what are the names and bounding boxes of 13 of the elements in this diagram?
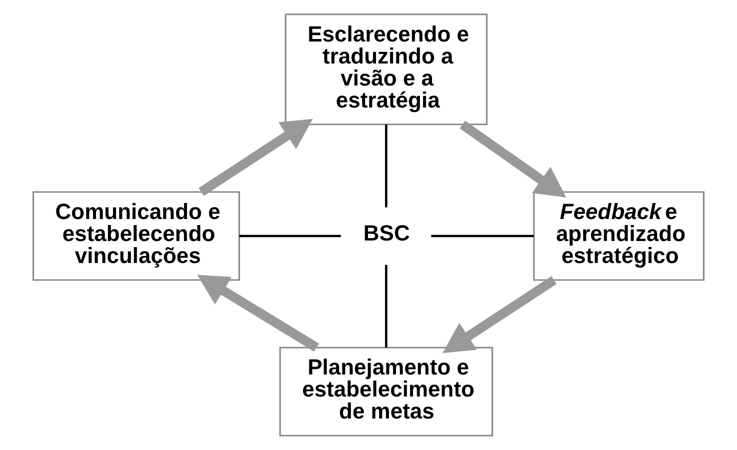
node-box: Comunicando e estabelecendo vinculações [32, 191, 240, 281]
connector [385, 124, 388, 208]
connector [431, 234, 534, 238]
arrow [442, 276, 557, 354]
node-box: Feedback e aprendizado estratégico [533, 191, 704, 281]
node-text: BSC [363, 220, 410, 246]
connector [385, 264, 388, 348]
arrow [197, 274, 319, 352]
node-box: Planejamento e estabelecimento de metas [279, 346, 494, 436]
node-box: Esclarecendo e traduzindo a visão e a estratégia [284, 14, 488, 126]
arrow [198, 118, 313, 196]
arrow [460, 120, 566, 198]
connector [239, 234, 341, 238]
